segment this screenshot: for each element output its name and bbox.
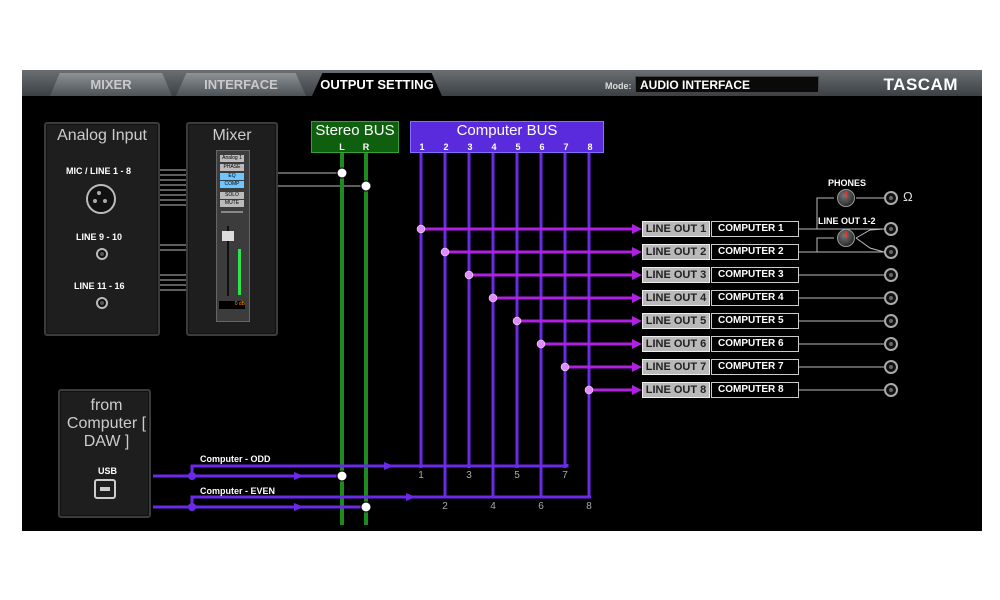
line-out-6-source[interactable]: COMPUTER 6	[711, 336, 799, 352]
mic-line-label: MIC / LINE 1 - 8	[66, 166, 132, 176]
mode-display: AUDIO INTERFACE	[635, 76, 819, 93]
fader-cap	[222, 231, 234, 241]
computer-bus-ch-7: 7	[563, 142, 569, 152]
usb-port-icon	[94, 479, 116, 499]
routing-arrows	[632, 224, 642, 395]
phones-jack-icon	[884, 191, 898, 205]
line-out-4-jack-icon	[884, 291, 898, 305]
line-out-1-2-volume-knob[interactable]	[837, 229, 855, 247]
bottom-number-6: 6	[538, 501, 544, 512]
output-lines	[799, 197, 885, 391]
bottom-number-8: 8	[586, 501, 592, 512]
line-out-4-button[interactable]: LINE OUT 4	[642, 290, 710, 306]
analog-input-panel: Analog Input MIC / LINE 1 - 8 LINE 9 - 1…	[44, 122, 160, 336]
fader-track	[227, 226, 229, 296]
stereo-bus-r-label: R	[362, 142, 370, 152]
computer-bus-title: Computer BUS	[456, 122, 558, 139]
computer-bus-ch-6: 6	[539, 142, 545, 152]
line-out-2-button[interactable]: LINE OUT 2	[642, 244, 710, 260]
line-out-7-button[interactable]: LINE OUT 7	[642, 359, 710, 375]
tab-output-setting[interactable]: OUTPUT SETTING	[312, 73, 442, 96]
line-out-3-button[interactable]: LINE OUT 3	[642, 267, 710, 283]
level-meter	[238, 249, 241, 295]
from-computer-title: from Computer [ DAW ]	[66, 397, 147, 450]
bottom-number-2: 2	[442, 501, 448, 512]
line-out-7-jack-icon	[884, 360, 898, 374]
routing-wires	[421, 227, 634, 392]
pan-slider	[221, 211, 243, 213]
computer-bus-ch-5: 5	[515, 142, 521, 152]
phones-volume-knob[interactable]	[837, 189, 855, 207]
line-out-6-jack-icon	[884, 337, 898, 351]
line-out-8-button[interactable]: LINE OUT 8	[642, 382, 710, 398]
computer-bus-header: Computer BUS 1 2 3 4 5 6 7 8	[410, 121, 604, 153]
strip-channel-tag: Analog 1	[220, 155, 244, 162]
usb-label: USB	[98, 466, 118, 476]
fader-readout: 0 dB	[219, 301, 245, 309]
line-out-6-button[interactable]: LINE OUT 6	[642, 336, 710, 352]
mode-label: Mode:	[605, 81, 632, 91]
strip-eq-tag: EQ	[220, 173, 244, 180]
tab-interface[interactable]: INTERFACE	[176, 73, 306, 96]
line-out-5-button[interactable]: LINE OUT 5	[642, 313, 710, 329]
line-11-16-jack-icon	[96, 297, 108, 309]
line-out-3-source[interactable]: COMPUTER 3	[711, 267, 799, 283]
bottom-number-4: 4	[490, 501, 496, 512]
line-out-1-jack-icon	[884, 222, 898, 236]
line-out-8-source[interactable]: COMPUTER 8	[711, 382, 799, 398]
mixer-channel-strip: Analog 1 PHASE EQ COMP SOLO MUTE 0 dB	[216, 150, 250, 322]
stereo-bus-title: Stereo BUS	[315, 122, 395, 139]
strip-mute-tag: MUTE	[220, 200, 244, 207]
bottom-number-3: 3	[466, 470, 472, 481]
line-out-5-jack-icon	[884, 314, 898, 328]
line-out-7-source[interactable]: COMPUTER 7	[711, 359, 799, 375]
computer-even-label: Computer - EVEN	[200, 486, 276, 496]
routing-diagram	[153, 153, 885, 525]
bottom-number-1: 1	[418, 470, 424, 481]
strip-comp-tag: COMP	[220, 181, 244, 188]
bottom-number-5: 5	[514, 470, 520, 481]
line-11-16-label: LINE 11 - 16	[74, 281, 125, 291]
computer-bus-ch-1: 1	[419, 142, 425, 152]
phones-label: PHONES	[828, 178, 867, 188]
computer-bus-lines	[419, 153, 591, 498]
tascam-logo: TASCAM	[883, 75, 958, 94]
line-out-1-source[interactable]: COMPUTER 1	[711, 221, 799, 237]
line-out-1-button[interactable]: LINE OUT 1	[642, 221, 710, 237]
xlr-combo-jack-icon	[86, 184, 116, 214]
line-9-10-label: LINE 9 - 10	[76, 232, 123, 242]
bottom-number-7: 7	[562, 470, 568, 481]
computer-bus-ch-4: 4	[491, 142, 497, 152]
computer-bus-ch-3: 3	[467, 142, 473, 152]
tab-bar: MIXER INTERFACE OUTPUT SETTING Mode: AUD…	[22, 70, 982, 96]
line-out-1-2-label: LINE OUT 1-2	[818, 216, 876, 226]
strip-solo-tag: SOLO	[220, 192, 244, 199]
line-out-3-jack-icon	[884, 268, 898, 282]
strip-phase-tag: PHASE	[220, 164, 244, 171]
mixer-title: Mixer	[212, 127, 252, 144]
mixer-to-stereo-lines	[278, 172, 366, 187]
line-out-5-source[interactable]: COMPUTER 5	[711, 313, 799, 329]
computer-bus-ch-2: 2	[443, 142, 449, 152]
routing-nodes	[416, 224, 594, 395]
sum-nodes	[336, 167, 372, 513]
computer-feed-lines	[153, 464, 591, 509]
from-computer-panel: from Computer [ DAW ] USB	[58, 389, 151, 518]
mixer-panel[interactable]: Mixer Analog 1 PHASE EQ COMP SOLO MUTE 0…	[186, 122, 278, 336]
output-setting-window: MIXER INTERFACE OUTPUT SETTING Mode: AUD…	[22, 70, 982, 531]
line-out-4-source[interactable]: COMPUTER 4	[711, 290, 799, 306]
line-9-10-jack-icon	[96, 248, 108, 260]
line-out-2-jack-icon	[884, 245, 898, 259]
computer-odd-label: Computer - ODD	[200, 454, 271, 464]
feed-arrows	[188, 462, 416, 511]
stereo-bus-l-label: L	[339, 142, 345, 152]
tab-mixer[interactable]: MIXER	[50, 73, 172, 96]
line-out-2-source[interactable]: COMPUTER 2	[711, 244, 799, 260]
analog-input-title: Analog Input	[57, 127, 147, 144]
headphones-icon: Ω	[903, 189, 913, 204]
analog-to-mixer-lines	[160, 169, 186, 291]
stereo-bus-header: Stereo BUS L R	[311, 121, 399, 153]
line-out-8-jack-icon	[884, 383, 898, 397]
computer-bus-ch-8: 8	[587, 142, 593, 152]
